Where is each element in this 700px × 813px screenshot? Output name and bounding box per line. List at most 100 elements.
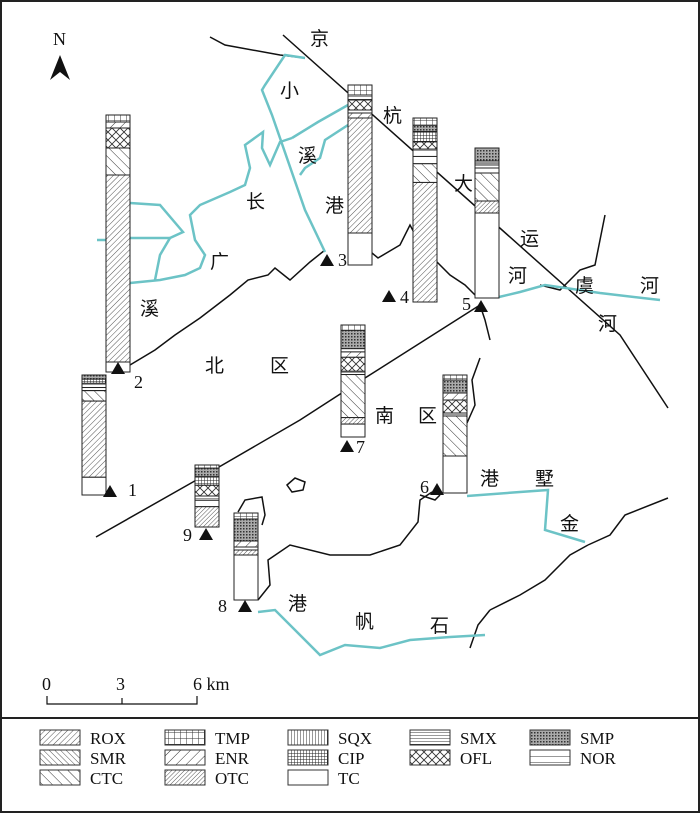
legend-item-SQX: SQX <box>287 729 372 748</box>
site-number: 9 <box>183 525 192 545</box>
site-number: 7 <box>356 437 365 457</box>
place-label: 金 <box>560 513 579 535</box>
site-column-5: 5 <box>462 147 500 314</box>
layer-SMP <box>474 147 500 162</box>
layer-TC <box>412 155 438 165</box>
place-label: 虞 <box>575 275 594 297</box>
legend-label: SMX <box>460 729 497 748</box>
site-triangle-icon <box>103 485 117 497</box>
legend-swatch <box>409 749 451 766</box>
rivers <box>97 53 661 657</box>
layer-SMP <box>233 518 259 542</box>
layer-NOR <box>194 495 220 501</box>
legend-item-CIP: CIP <box>287 749 364 768</box>
site-column-6: 6 <box>420 374 468 497</box>
layer-ROX <box>105 174 131 363</box>
layer-OTC <box>340 417 366 425</box>
north-arrow: N <box>50 29 70 80</box>
river-branch-a <box>291 103 349 140</box>
layer-ENR <box>442 392 468 401</box>
legend-item-SMX: SMX <box>409 729 497 748</box>
place-label: 港 <box>288 593 307 615</box>
layer-OFL <box>412 141 438 150</box>
scale-bar: 0 3 6 km <box>42 674 230 705</box>
site-triangle-icon <box>474 300 488 312</box>
place-label: 南 <box>375 405 394 427</box>
legend-swatch <box>164 729 206 746</box>
place-label: 河 <box>640 275 659 297</box>
line-6b <box>419 494 441 501</box>
layer-OFL <box>194 484 220 497</box>
layer-TC <box>347 232 373 266</box>
layer-CTC <box>105 147 131 176</box>
site-number: 4 <box>400 287 409 307</box>
legend-label: SMP <box>580 729 614 748</box>
legend-item-OFL: OFL <box>409 749 492 768</box>
place-label: 港 <box>325 195 344 217</box>
changguang-river <box>129 129 293 285</box>
legend-swatch <box>529 729 571 746</box>
site-number: 2 <box>134 372 143 392</box>
legend-label: OFL <box>460 749 492 768</box>
layer-TMP <box>347 84 373 96</box>
layer-TMP <box>105 114 131 123</box>
layer-SMP <box>442 379 468 394</box>
legend-item-CTC: CTC <box>39 769 123 788</box>
place-label: 大 <box>454 173 473 195</box>
legend-item-SMR: SMR <box>39 749 127 768</box>
layer-TC <box>442 455 468 494</box>
legend-swatch <box>287 749 329 766</box>
site-column-9: 9 <box>183 464 220 545</box>
site-triangle-icon <box>111 362 125 374</box>
site-column-3: 3 <box>320 84 373 270</box>
layer-SMP <box>194 467 220 478</box>
place-label: 河 <box>598 313 617 335</box>
legend-item-TMP: TMP <box>164 729 250 748</box>
layer-SMP <box>81 374 107 380</box>
layer-OFL <box>442 399 468 414</box>
layer-SMP <box>340 329 366 350</box>
yuhe-river <box>498 283 661 302</box>
place-label: 溪 <box>140 298 159 320</box>
legend-label: CIP <box>338 749 364 768</box>
legend-item-TC: TC <box>287 769 360 788</box>
place-label: 区 <box>270 355 289 377</box>
scale-tick-label: 6 km <box>193 674 230 694</box>
site-triangle-icon <box>320 254 334 266</box>
layer-CIP <box>412 131 438 143</box>
layer-ENR <box>347 112 373 119</box>
layer-SMX <box>474 163 500 169</box>
line-4-5 <box>436 261 479 299</box>
layer-OFL <box>105 127 131 149</box>
place-label: 区 <box>418 405 437 427</box>
place-label: 长 <box>246 191 265 213</box>
layer-OTC <box>194 506 220 528</box>
layer-TMP <box>340 324 366 331</box>
layer-NOR <box>412 148 438 157</box>
site-triangle-icon <box>382 290 396 302</box>
legend-swatch <box>529 749 571 766</box>
legend-swatch <box>164 749 206 766</box>
layer-OTC <box>474 200 500 214</box>
site-column-7: 7 <box>340 324 366 457</box>
place-label: 杭 <box>383 105 402 127</box>
zone-boundary <box>95 304 481 538</box>
site-number: 5 <box>462 294 471 314</box>
legend-item-ENR: ENR <box>164 749 250 768</box>
layer-CTC <box>340 374 366 419</box>
line-6 <box>466 357 481 424</box>
line-3-4 <box>371 223 419 259</box>
layer-OTC <box>233 549 259 556</box>
legend-label: SMR <box>90 749 127 768</box>
place-label: 运 <box>520 228 539 250</box>
legend-label: TMP <box>215 729 250 748</box>
layer-CIP <box>194 476 220 486</box>
site-column-2: 2 <box>105 114 143 392</box>
xiaoxi-river <box>260 53 327 253</box>
legend-label: ENR <box>215 749 250 768</box>
legend-item-ROX: ROX <box>39 729 126 748</box>
layer-TC <box>233 554 259 601</box>
